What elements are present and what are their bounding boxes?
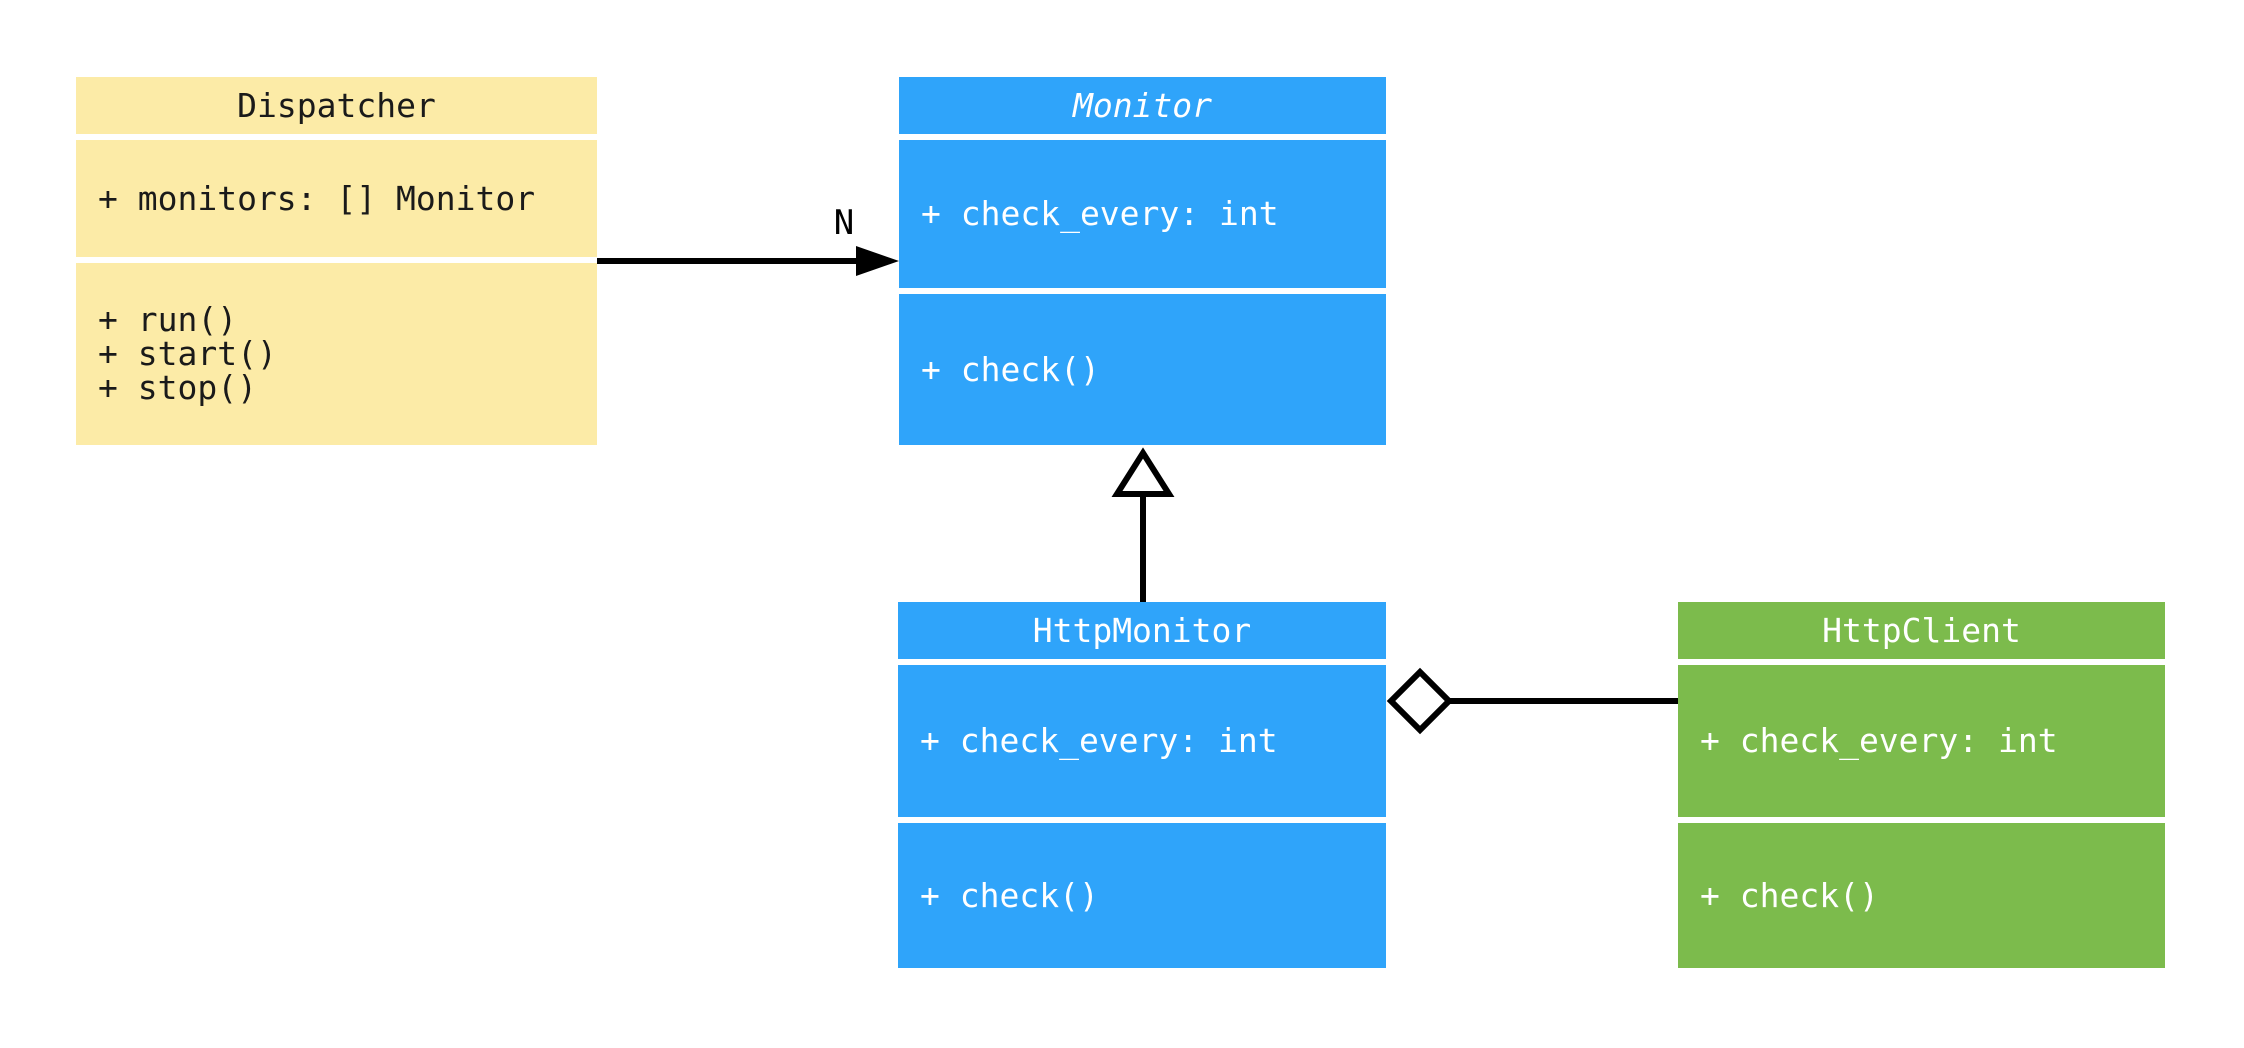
method-line: + check()	[1700, 875, 1879, 915]
inheritance-triangle-icon	[1111, 447, 1175, 497]
attribute-line: + check_every: int	[920, 721, 1278, 760]
attribute-line: + check_every: int	[1700, 721, 2058, 760]
class-attributes-dispatcher: + monitors: [] Monitor	[76, 140, 597, 257]
association-arrowhead-icon	[856, 246, 899, 276]
method-line: + start()	[98, 334, 277, 373]
class-node-httpmonitor: HttpMonitor + check_every: int + check()	[898, 602, 1386, 968]
class-attributes-httpmonitor: + check_every: int	[898, 665, 1386, 817]
class-title-httpmonitor: HttpMonitor	[898, 602, 1386, 659]
aggregation-diamond-icon	[1386, 667, 1454, 735]
attribute-line: + check_every: int	[921, 194, 1279, 233]
attribute-line: + monitors: [] Monitor	[98, 178, 536, 218]
class-attributes-monitor: + check_every: int	[899, 140, 1386, 288]
class-title-dispatcher: Dispatcher	[76, 77, 597, 134]
class-attributes-httpclient: + check_every: int	[1678, 665, 2165, 817]
class-methods-httpclient: + check()	[1678, 823, 2165, 968]
aggregation-edge-httpmonitor-httpclient	[1386, 667, 1678, 735]
inheritance-edge-httpmonitor-monitor	[1111, 447, 1175, 602]
class-node-dispatcher: Dispatcher + monitors: [] Monitor + run(…	[76, 77, 597, 445]
method-line: + check()	[921, 349, 1100, 389]
class-methods-dispatcher: + run() + start() + stop()	[76, 263, 597, 445]
method-line: + check()	[920, 875, 1099, 915]
class-title-httpclient: HttpClient	[1678, 602, 2165, 659]
class-node-monitor: Monitor + check_every: int + check()	[899, 77, 1386, 445]
association-edge-dispatcher-monitor	[597, 246, 899, 276]
class-methods-httpmonitor: + check()	[898, 823, 1386, 968]
class-title-monitor: Monitor	[899, 77, 1386, 134]
association-multiplicity-label: N	[833, 203, 855, 243]
method-line: + stop()	[98, 368, 257, 407]
class-methods-monitor: + check()	[899, 294, 1386, 445]
method-line: + run()	[98, 300, 238, 339]
class-node-httpclient: HttpClient + check_every: int + check()	[1678, 602, 2165, 968]
